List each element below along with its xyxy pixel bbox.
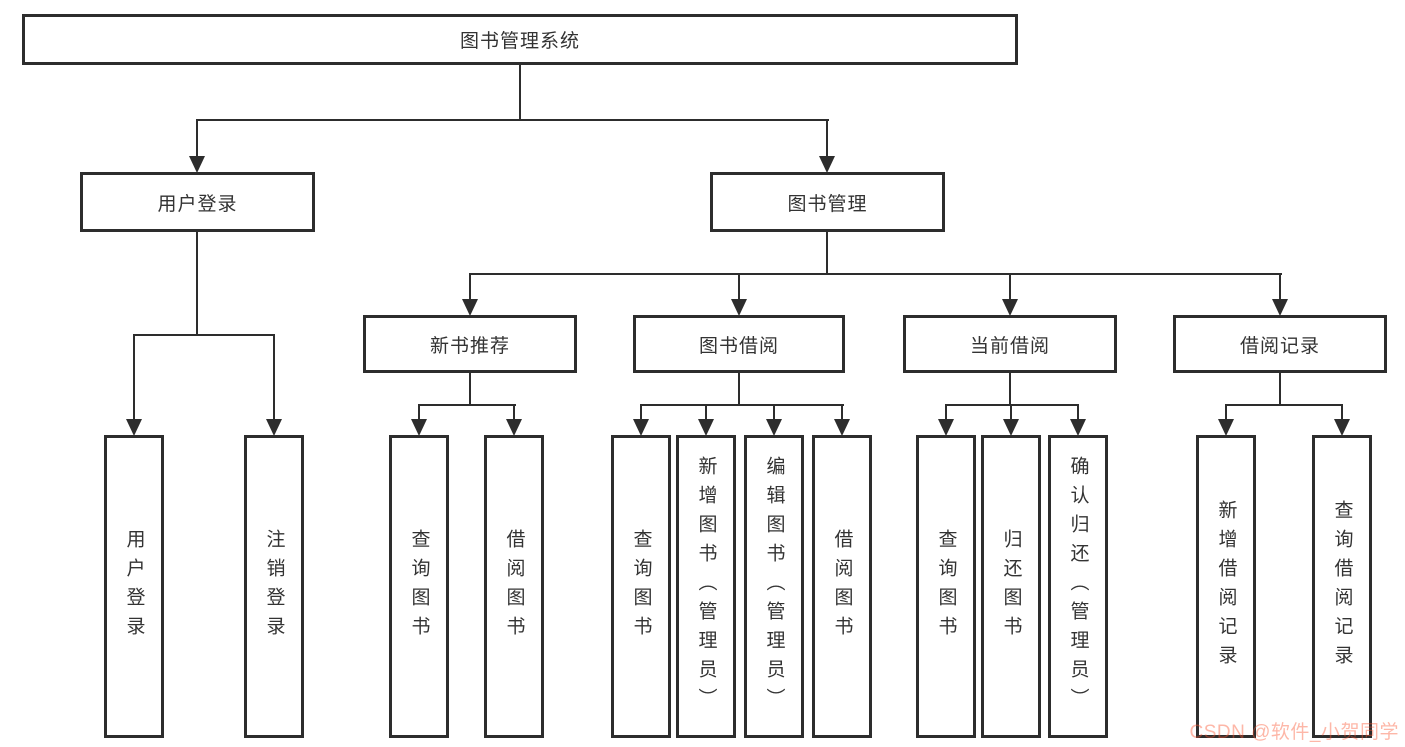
connector-line xyxy=(196,232,198,336)
connector-line xyxy=(945,404,947,421)
node-new-book-recommend-label: 新书推荐 xyxy=(429,335,510,357)
connector-line xyxy=(738,273,740,301)
connector-line xyxy=(1279,273,1281,301)
leaf-borrow-books-1: 借阅图书 xyxy=(484,435,544,738)
leaf-query-books-2: 查询图书 xyxy=(611,435,671,738)
leaf-edit-books-admin: 编辑图书（管理员） xyxy=(744,435,804,738)
node-borrow-record-label: 借阅记录 xyxy=(1239,335,1320,357)
connector-line xyxy=(273,334,275,420)
node-book-management-label: 图书管理 xyxy=(787,193,868,215)
leaf-query-borrow-record: 查询借阅记录 xyxy=(1312,435,1372,738)
leaf-query-books-3: 查询图书 xyxy=(916,435,976,738)
connector-line xyxy=(773,404,775,421)
connector-line xyxy=(469,373,471,406)
leaf-add-books-admin: 新增图书（管理员） xyxy=(676,435,736,738)
node-new-book-recommend: 新书推荐 xyxy=(363,315,577,373)
arrow-down-icon xyxy=(819,156,835,173)
node-book-borrow-label: 图书借阅 xyxy=(698,335,779,357)
connector-line xyxy=(1341,404,1343,421)
leaf-borrow-books-2-label: 借阅图书 xyxy=(831,528,853,645)
node-user-login-label: 用户登录 xyxy=(157,193,238,215)
node-user-login: 用户登录 xyxy=(80,172,315,232)
connector-line xyxy=(196,119,829,121)
leaf-borrow-books-1-label: 借阅图书 xyxy=(503,528,525,645)
node-current-borrow-label: 当前借阅 xyxy=(969,335,1050,357)
leaf-return-books-label: 归还图书 xyxy=(1000,528,1022,645)
node-borrow-record: 借阅记录 xyxy=(1173,315,1387,373)
node-current-borrow: 当前借阅 xyxy=(903,315,1117,373)
leaf-query-books-1: 查询图书 xyxy=(389,435,449,738)
arrow-down-icon xyxy=(766,419,782,436)
leaf-query-books-3-label: 查询图书 xyxy=(935,528,957,645)
node-root: 图书管理系统 xyxy=(22,14,1018,65)
arrow-down-icon xyxy=(731,299,747,316)
connector-line xyxy=(705,404,707,421)
arrow-down-icon xyxy=(1003,419,1019,436)
connector-line xyxy=(1077,404,1079,421)
connector-line xyxy=(738,373,740,406)
arrow-down-icon xyxy=(1002,299,1018,316)
arrow-down-icon xyxy=(633,419,649,436)
leaf-add-borrow-record: 新增借阅记录 xyxy=(1196,435,1256,738)
connector-line xyxy=(841,404,843,421)
arrow-down-icon xyxy=(834,419,850,436)
connector-line xyxy=(469,273,1282,275)
leaf-add-borrow-record-label: 新增借阅记录 xyxy=(1215,499,1237,674)
arrow-down-icon xyxy=(266,419,282,436)
connector-line xyxy=(640,404,642,421)
leaf-confirm-return-admin-label: 确认归还（管理员） xyxy=(1067,456,1089,717)
arrow-down-icon xyxy=(1218,419,1234,436)
connector-line xyxy=(133,334,275,336)
leaf-confirm-return-admin: 确认归还（管理员） xyxy=(1048,435,1108,738)
node-root-label: 图书管理系统 xyxy=(459,31,580,52)
node-book-management: 图书管理 xyxy=(710,172,945,232)
connector-line xyxy=(1010,404,1012,421)
connector-line xyxy=(133,334,135,420)
connector-line xyxy=(418,404,516,406)
arrow-down-icon xyxy=(1334,419,1350,436)
leaf-query-books-1-label: 查询图书 xyxy=(408,528,430,645)
leaf-return-books: 归还图书 xyxy=(981,435,1041,738)
leaf-logout: 注销登录 xyxy=(244,435,304,738)
connector-line xyxy=(1225,404,1343,406)
arrow-down-icon xyxy=(506,419,522,436)
leaf-user-login: 用户登录 xyxy=(104,435,164,738)
arrow-down-icon xyxy=(189,156,205,173)
connector-line xyxy=(826,232,828,275)
csdn-watermark: CSDN @软件_小贺同学 xyxy=(1189,722,1399,743)
connector-line xyxy=(196,119,198,158)
connector-line xyxy=(1225,404,1227,421)
leaf-add-books-admin-label: 新增图书（管理员） xyxy=(695,456,717,717)
arrow-down-icon xyxy=(1070,419,1086,436)
leaf-borrow-books-2: 借阅图书 xyxy=(812,435,872,738)
connector-line xyxy=(1009,373,1011,406)
arrow-down-icon xyxy=(938,419,954,436)
connector-line xyxy=(418,404,420,421)
node-book-borrow: 图书借阅 xyxy=(633,315,845,373)
connector-line xyxy=(1279,373,1281,406)
connector-line xyxy=(519,65,521,121)
connector-line xyxy=(826,119,828,158)
leaf-user-login-label: 用户登录 xyxy=(123,528,145,645)
leaf-logout-label: 注销登录 xyxy=(263,528,285,645)
leaf-edit-books-admin-label: 编辑图书（管理员） xyxy=(763,456,785,717)
arrow-down-icon xyxy=(462,299,478,316)
connector-line xyxy=(469,273,471,301)
arrow-down-icon xyxy=(1272,299,1288,316)
leaf-query-borrow-record-label: 查询借阅记录 xyxy=(1331,499,1353,674)
arrow-down-icon xyxy=(698,419,714,436)
arrow-down-icon xyxy=(126,419,142,436)
connector-line xyxy=(945,404,1079,406)
connector-line xyxy=(513,404,515,421)
arrow-down-icon xyxy=(411,419,427,436)
connector-line xyxy=(1009,273,1011,301)
leaf-query-books-2-label: 查询图书 xyxy=(630,528,652,645)
connector-line xyxy=(640,404,844,406)
